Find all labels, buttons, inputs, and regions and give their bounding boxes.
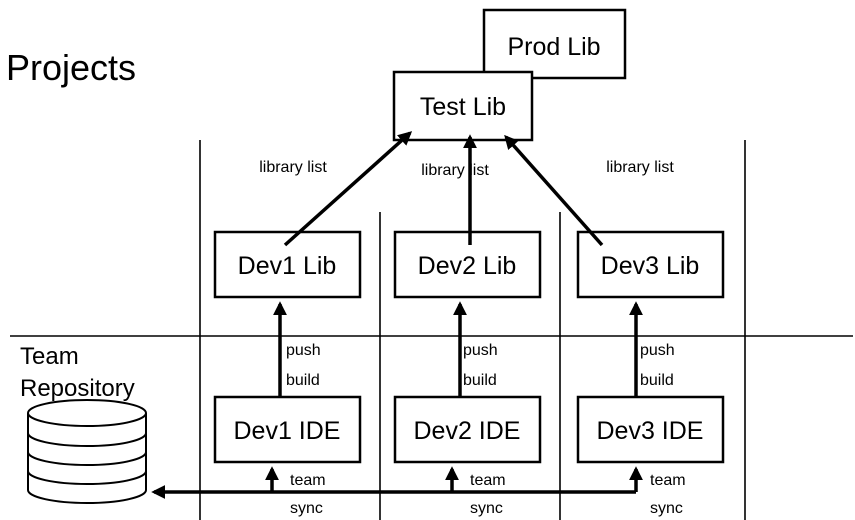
dev1-lib-label: Dev1 Lib [238,252,337,280]
dev1-team-label: team [290,472,326,489]
dev2-ide-label: Dev2 IDE [414,417,521,445]
dev3-lib-box [576,230,725,299]
dev3-lib-label: Dev3 Lib [601,252,700,280]
prod-lib-label: Prod Lib [507,33,600,61]
dev2-lib-label: Dev2 Lib [418,252,517,280]
dev1-push-label: push [286,342,321,359]
dev3-ide-label: Dev3 IDE [597,417,704,445]
dev1-build-label: build [286,372,320,389]
dev2-team-label: team [470,472,506,489]
dev3-to-test-arrow [504,134,604,247]
library-list-label-2: library list [421,162,489,179]
dev2-ide-box [393,395,542,464]
dev2-sync-label: sync [470,500,503,517]
test-lib-label: Test Lib [420,93,506,121]
projects-title: Projects [6,47,136,88]
dev3-sync-label: sync [650,500,683,517]
dev1-ide-label: Dev1 IDE [234,417,341,445]
dev1-sync-label: sync [290,500,323,517]
dev1-to-test-arrow [283,131,413,247]
dev3-team-label: team [650,472,686,489]
dev1-ide-box [213,395,362,464]
library-list-label-3: library list [606,159,674,176]
prod-lib-box [482,8,627,80]
repository-database-icon [27,399,147,504]
repository-label: Repository [20,375,135,402]
dev2-build-label: build [463,372,497,389]
team-label: Team [20,343,79,370]
dev2-push-label: push [463,342,498,359]
dev2-lib-box [393,230,542,299]
dev3-ide-box [576,395,725,464]
dev3-push-label: push [640,342,675,359]
dev3-build-label: build [640,372,674,389]
library-list-label-1: library list [259,159,327,176]
